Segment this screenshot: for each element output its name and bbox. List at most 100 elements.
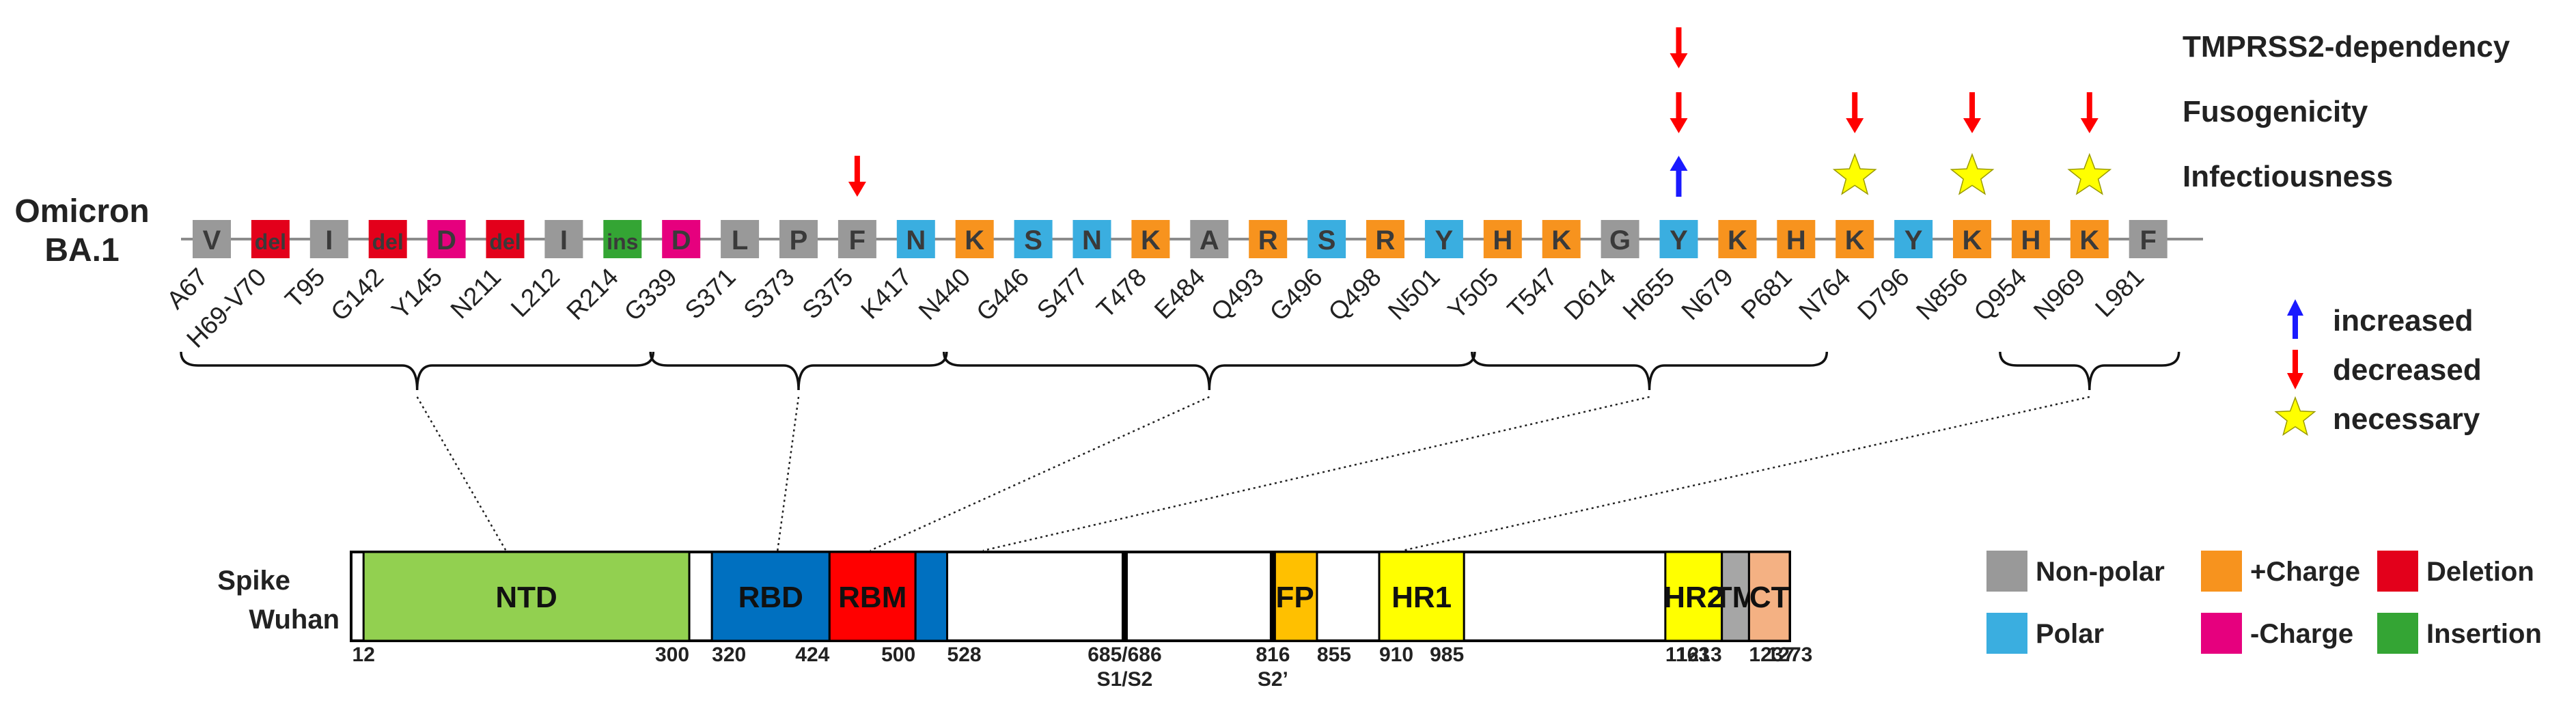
spike-domain (1721, 551, 1750, 642)
mutation-box (2011, 220, 2050, 258)
mutation-position-label: Q954 (1969, 263, 2032, 327)
mutation-position-label: Y145 (386, 263, 447, 324)
decreased-arrow-head (1670, 53, 1688, 68)
spike-domain (1271, 551, 1318, 642)
mutation-box (1014, 220, 1053, 258)
residue-type-label: +Charge (2250, 557, 2360, 587)
spike-label-line1: Spike (217, 566, 290, 596)
mutation-residue: P (790, 225, 808, 255)
spike-domain-label: CT (1749, 581, 1790, 614)
mutation-residue: K (1141, 225, 1161, 255)
phenotype-labels: TMPRSS2-dependency Fusogenicity Infectio… (2183, 30, 2510, 193)
position-tick-label: 1163 (1665, 644, 1710, 666)
mutation-position-label: N856 (1911, 263, 1973, 326)
decreased-arrow-head (848, 182, 866, 197)
mutation-residue: D (671, 225, 691, 255)
mutation-residue: K (1845, 225, 1865, 255)
mutation-position-label: G339 (619, 263, 682, 327)
mutation-position-label: D796 (1852, 263, 1915, 326)
legend-necessary-star (2274, 396, 2316, 437)
mutation-residue: F (849, 225, 865, 255)
mutation-position-label: T478 (1091, 263, 1152, 324)
region-connector (1402, 396, 2090, 552)
necessary-star (1832, 152, 1877, 195)
cleavage-site-label: S2’ (1258, 668, 1288, 691)
legend-increased-head (2287, 299, 2303, 316)
mutation-box (1601, 220, 1639, 258)
mutation-position-label: N764 (1793, 263, 1856, 326)
mutation-box (662, 220, 701, 258)
mutation-position-label: S477 (1031, 263, 1093, 324)
mutation-position-label: S371 (680, 263, 741, 324)
spike-domain (914, 551, 949, 642)
mutation-position-label: K417 (855, 263, 917, 324)
mutation-box (603, 220, 642, 258)
mutation-residue: Y (1670, 225, 1688, 255)
mutation-position-label: G446 (971, 263, 1034, 327)
mutation-position-label: E484 (1149, 263, 1210, 324)
mutation-position-label: P681 (1736, 263, 1797, 324)
mutation-residue: K (965, 225, 984, 255)
mutation-residue: G (1609, 225, 1631, 255)
mutation-residue: I (560, 225, 568, 255)
decreased-arrow-head (1670, 118, 1688, 133)
spike-domain-label: HR2 (1663, 581, 1723, 614)
mutation-position-label: Y505 (1442, 263, 1504, 324)
mutation-residue: D (437, 225, 456, 255)
mutation-box (1131, 220, 1170, 258)
mutation-position-label: D614 (1559, 263, 1622, 326)
mutation-residue: R (1376, 225, 1396, 255)
position-tick-label: 424 (795, 644, 829, 666)
mutation-residue: K (1551, 225, 1571, 255)
mutation-box (779, 220, 818, 258)
spike-domain (710, 551, 831, 642)
mutation-residue: del (255, 230, 286, 254)
position-tick-label: 1213 (1676, 644, 1722, 666)
legend-swatch (1986, 613, 2027, 654)
spike-domain (362, 551, 691, 642)
necessary-star (1950, 152, 1995, 195)
mutation-box (1424, 220, 1463, 258)
mutation-box (1894, 220, 1933, 258)
position-tick-label: 985 (1430, 644, 1464, 666)
mutation-residue: I (325, 225, 333, 255)
effect-legend-label: increased (2333, 304, 2473, 337)
position-tick-label: 910 (1379, 644, 1413, 666)
mutation-position-label: R214 (561, 263, 624, 326)
mutation-residue: L (732, 225, 748, 255)
legend-swatch (2377, 613, 2418, 654)
position-tick-label: 855 (1317, 644, 1351, 666)
mutation-residue: S (1318, 225, 1336, 255)
row-labels: Omicron BA.1 Spike Wuhan (14, 193, 340, 635)
effect-legend-label: necessary (2333, 402, 2480, 436)
phenotype-infectiousness: Infectiousness (2183, 160, 2393, 193)
mutation-box (1659, 220, 1698, 258)
legend-swatch (2377, 551, 2418, 592)
mutation-residue: Y (1905, 225, 1923, 255)
mutation-box (1483, 220, 1522, 258)
mutation-box (544, 220, 583, 258)
mutation-box (837, 220, 876, 258)
mutation-box (2129, 220, 2168, 258)
mutation-box (1307, 220, 1346, 258)
mutation-position-label: N211 (445, 263, 507, 324)
mutation-position-label: Q498 (1323, 263, 1387, 327)
variant-label-line2: BA.1 (44, 232, 119, 268)
mutation-box (721, 220, 760, 258)
mutation-residue: del (372, 230, 404, 254)
increased-arrow-head (1670, 156, 1688, 171)
legend-decreased-head (2287, 373, 2303, 389)
mutation-box (1953, 220, 1991, 258)
position-tick-label: 528 (947, 644, 982, 666)
mutation-position-label: N969 (2028, 263, 2091, 326)
legend-swatch (2201, 551, 2242, 592)
variant-label-line1: Omicron (14, 193, 149, 230)
mutation-residue: K (1963, 225, 1982, 255)
region-bracket (1471, 351, 1829, 391)
mutation-box (368, 220, 407, 258)
spike-domain (828, 551, 917, 642)
mutation-residue: F (2139, 225, 2156, 255)
